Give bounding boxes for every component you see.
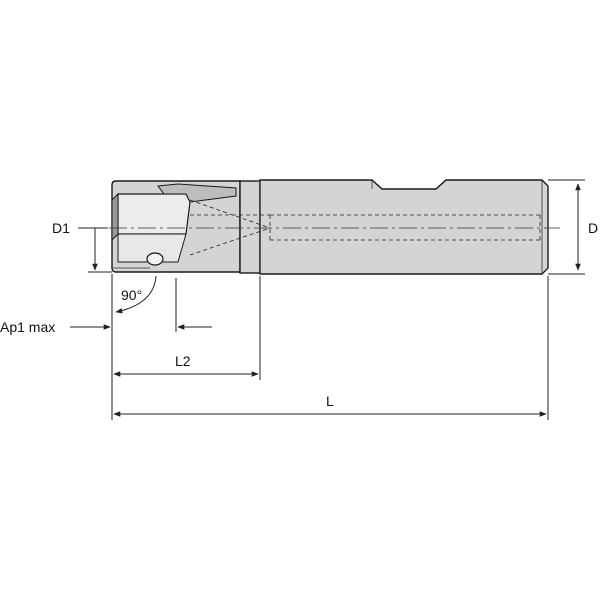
insert-detail <box>111 183 237 269</box>
angle-label: 90° <box>121 287 142 303</box>
dimension-ap1max: Ap1 max <box>0 319 212 335</box>
ap1max-label: Ap1 max <box>0 319 55 335</box>
dimension-d: D <box>548 179 598 275</box>
dimension-l2: L2 <box>113 276 261 380</box>
clamp-screw <box>146 252 164 266</box>
dimension-d1: D1 <box>52 220 112 273</box>
d1-label: D1 <box>52 220 70 236</box>
d-label: D <box>588 220 598 236</box>
dimension-l: L <box>113 276 549 420</box>
shank <box>259 179 549 275</box>
angle-indicator: 90° <box>111 274 177 420</box>
l2-label: L2 <box>175 353 191 369</box>
l-label: L <box>326 393 334 409</box>
hidden-lines <box>80 199 560 256</box>
neck <box>239 180 261 274</box>
